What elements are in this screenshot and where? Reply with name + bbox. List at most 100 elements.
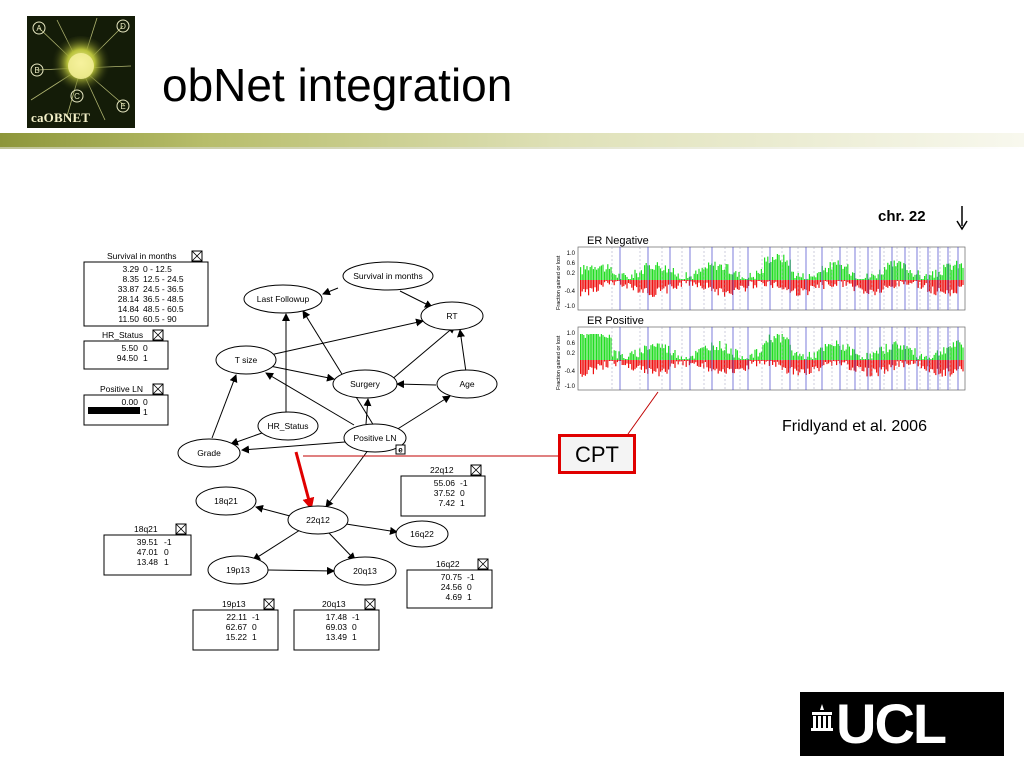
loss-bar xyxy=(751,360,753,364)
node-label-positive-ln: Positive LN xyxy=(354,433,397,443)
gain-bar xyxy=(952,342,954,360)
node-hr-status[interactable] xyxy=(257,411,319,441)
node-label-age: Age xyxy=(459,379,474,389)
gain-bar xyxy=(616,277,618,280)
loss-bar xyxy=(695,360,697,363)
gain-bar xyxy=(666,272,668,280)
cpt-state: -1 xyxy=(252,612,260,622)
plot-ytick: -1.0 xyxy=(565,384,576,390)
edge-lastfollowup-survival xyxy=(322,287,339,296)
loss-bar xyxy=(786,280,788,291)
gain-bar xyxy=(760,269,762,280)
loss-bar xyxy=(853,280,855,292)
gain-bar xyxy=(652,344,654,360)
loss-bar xyxy=(858,360,860,368)
loss-bar xyxy=(746,360,748,366)
gain-bar xyxy=(765,340,767,360)
loss-bar xyxy=(740,280,742,286)
node-label-last-followup: Last Followup xyxy=(257,294,310,304)
gain-bar xyxy=(684,279,686,280)
node-22q12[interactable] xyxy=(287,505,349,535)
gain-bar xyxy=(608,268,610,280)
loss-bar xyxy=(911,360,913,361)
loss-bar xyxy=(704,280,706,289)
loss-bar xyxy=(608,360,610,361)
gain-bar xyxy=(744,359,746,360)
gain-bar xyxy=(743,278,745,280)
node-rt[interactable] xyxy=(420,301,484,331)
edge-positiveln-lastfollowup xyxy=(302,310,375,427)
plot-ytick: -0.4 xyxy=(565,289,576,295)
cpt-table-survival: Survival in months 3.29 0 - 12.5 8.35 12… xyxy=(83,250,209,327)
edge-positiveln-tsize xyxy=(265,372,355,426)
loss-bar xyxy=(840,280,842,282)
cpt-value: 33.87 xyxy=(118,284,140,294)
loss-bar xyxy=(591,360,593,368)
loss-bar xyxy=(872,280,874,292)
loss-bar xyxy=(940,280,942,292)
loss-bar xyxy=(631,360,633,370)
gain-bar xyxy=(639,348,641,360)
loss-bar xyxy=(741,360,743,369)
loss-bar xyxy=(829,360,831,362)
cpt-table-hr-status-title: HR_Status xyxy=(102,330,143,340)
gain-bar xyxy=(592,334,594,360)
node-survival-in-months[interactable] xyxy=(342,261,434,291)
gain-bar xyxy=(645,263,647,280)
loss-bar xyxy=(768,360,770,366)
gain-bar xyxy=(892,344,894,360)
gain-bar xyxy=(772,257,774,280)
gain-bar xyxy=(844,350,846,360)
loss-bar xyxy=(773,280,775,283)
gain-bar xyxy=(858,355,860,360)
cpt-probability-bar xyxy=(88,407,140,414)
loss-bar xyxy=(764,280,766,287)
node-t-size[interactable] xyxy=(215,345,277,375)
node-age[interactable] xyxy=(436,369,498,399)
loss-bar xyxy=(946,360,948,369)
gain-bar xyxy=(652,269,654,280)
node-16q22[interactable] xyxy=(395,520,449,548)
loss-bar xyxy=(644,360,646,373)
loss-bar xyxy=(900,360,902,361)
node-last-followup[interactable] xyxy=(243,284,323,314)
gain-bar xyxy=(629,279,631,280)
citation: Fridlyand et al. 2006 xyxy=(782,418,927,435)
gain-bar xyxy=(634,269,636,280)
node-19p13[interactable] xyxy=(207,555,269,585)
loss-bar xyxy=(952,360,954,373)
gain-bar xyxy=(912,354,914,360)
node-positive-ln[interactable] xyxy=(343,423,407,453)
gain-bar xyxy=(738,357,740,360)
loss-bar xyxy=(620,280,622,285)
cpt-connector-right xyxy=(627,391,659,435)
node-20q13[interactable] xyxy=(333,556,397,586)
node-18q21[interactable] xyxy=(195,486,257,516)
gain-bar xyxy=(741,356,743,360)
gain-bar xyxy=(672,268,674,280)
gain-bar xyxy=(828,268,830,280)
node-surgery[interactable] xyxy=(332,369,398,399)
loss-bar xyxy=(616,280,618,281)
loss-bar xyxy=(866,360,868,377)
gain-bar xyxy=(816,273,818,280)
gain-bar xyxy=(834,346,836,360)
gain-bar xyxy=(679,278,681,280)
gain-bar xyxy=(724,350,726,360)
loss-bar xyxy=(610,360,612,361)
gain-bar xyxy=(653,346,655,360)
loss-bar xyxy=(596,360,598,370)
node-grade[interactable] xyxy=(177,438,241,468)
loss-bar xyxy=(716,280,718,290)
cpt-table-19p13-x xyxy=(263,598,275,610)
cpt-value: 55.06 xyxy=(434,478,456,488)
loss-bar xyxy=(743,280,745,288)
copy-number-plots: ER Negative 1.0 0.6 0.2 -0.4 -1.0 Fracti… xyxy=(556,235,966,391)
gain-bar xyxy=(698,349,700,360)
loss-bar xyxy=(959,280,961,287)
loss-bar xyxy=(799,360,801,373)
gain-bar xyxy=(820,347,822,360)
edge-age-surgery xyxy=(396,380,437,389)
loss-bar xyxy=(901,360,903,363)
loss-bar xyxy=(586,280,588,290)
